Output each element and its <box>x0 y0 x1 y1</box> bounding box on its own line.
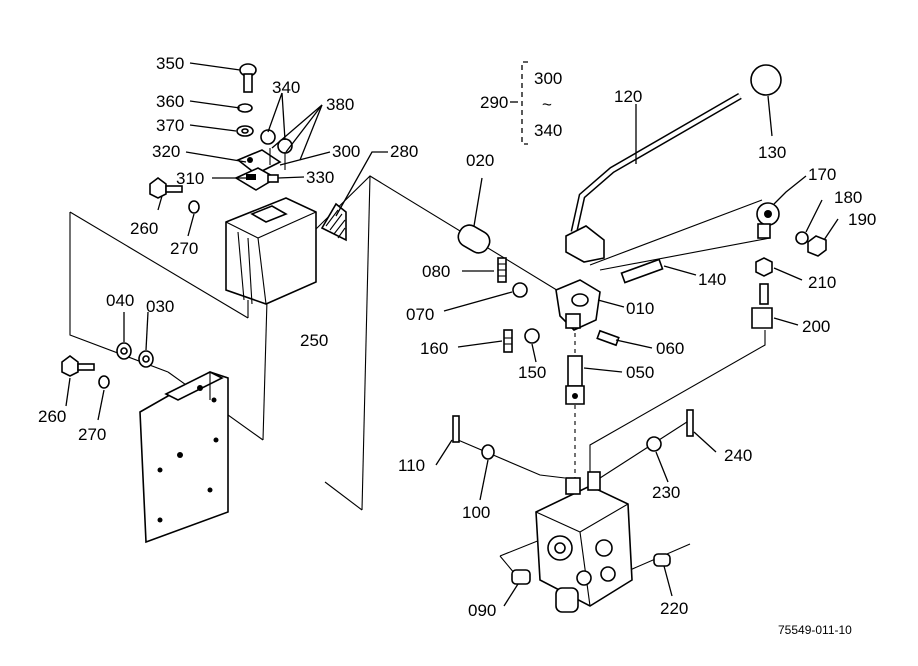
nut-210 <box>755 257 773 277</box>
pin-160 <box>503 329 513 353</box>
drawing-code: 75549-011-10 <box>778 623 852 637</box>
nut-190 <box>807 235 827 257</box>
washer-370 <box>236 125 254 137</box>
label-260-top: 260 <box>130 219 158 238</box>
label-330: 330 <box>306 168 334 187</box>
label-070: 070 <box>406 305 434 324</box>
label-260-bottom: 260 <box>38 407 66 426</box>
cover-250 <box>225 197 317 305</box>
label-030: 030 <box>146 297 174 316</box>
label-210: 210 <box>808 273 836 292</box>
washer-150 <box>524 328 540 344</box>
rod-end-200 <box>751 283 773 329</box>
plug-090 <box>511 569 531 585</box>
washer-230 <box>646 436 662 452</box>
label-300-range: 300 <box>534 69 562 88</box>
label-020: 020 <box>466 151 494 170</box>
bolt-260-bottom <box>61 355 95 377</box>
washer-270-bottom <box>98 375 110 389</box>
washer-100 <box>481 444 495 460</box>
plug-220 <box>653 553 671 567</box>
label-110: 110 <box>398 456 425 475</box>
label-300: 300 <box>332 142 360 161</box>
label-140: 140 <box>698 270 726 289</box>
label-100: 100 <box>462 503 490 522</box>
label-270-bottom: 270 <box>78 425 106 444</box>
pin-140 <box>620 258 664 284</box>
ball-joint-170 <box>756 202 780 239</box>
label-050: 050 <box>626 363 654 382</box>
range-separator: ~ <box>542 95 552 114</box>
pin-060 <box>596 329 620 347</box>
label-090: 090 <box>468 601 496 620</box>
label-250: 250 <box>300 331 328 350</box>
label-160: 160 <box>420 339 448 358</box>
washer-070 <box>512 282 528 298</box>
label-080: 080 <box>422 262 450 281</box>
clip-360 <box>237 103 253 113</box>
label-130: 130 <box>758 143 786 162</box>
leader-lines <box>65 61 839 607</box>
label-340-range: 340 <box>534 121 562 140</box>
lever-120 <box>565 92 742 263</box>
bolt-260-top <box>149 177 183 199</box>
knob-130 <box>750 64 782 96</box>
pin-240 <box>686 409 694 437</box>
washer-040 <box>116 342 132 360</box>
label-360: 360 <box>156 92 184 111</box>
pin-110 <box>452 415 460 443</box>
label-120: 120 <box>614 87 642 106</box>
label-280: 280 <box>390 142 418 161</box>
label-230: 230 <box>652 483 680 502</box>
gasket-280 <box>320 202 347 242</box>
label-190: 190 <box>848 210 876 229</box>
bracket-plate <box>139 371 229 544</box>
label-200: 200 <box>802 317 830 336</box>
part-labels: 350 360 370 320 310 340 380 300 330 280 … <box>38 54 876 637</box>
washer-270-top <box>188 200 200 214</box>
label-350: 350 <box>156 54 184 73</box>
control-valve <box>535 471 633 613</box>
washer-030 <box>138 350 154 368</box>
label-040: 040 <box>106 291 134 310</box>
rod-050 <box>565 355 585 405</box>
bracket-010 <box>555 279 601 331</box>
springs-380 <box>269 148 286 170</box>
bolt-330 <box>267 174 279 183</box>
pin-350 <box>239 63 257 93</box>
label-270-top: 270 <box>170 239 198 258</box>
label-010: 010 <box>626 299 654 318</box>
label-320: 320 <box>152 142 180 161</box>
label-340: 340 <box>272 78 300 97</box>
label-060: 060 <box>656 339 684 358</box>
label-370: 370 <box>156 116 184 135</box>
label-290: 290 <box>480 93 508 112</box>
label-380: 380 <box>326 95 354 114</box>
label-310: 310 <box>176 169 204 188</box>
grip-020 <box>457 224 491 254</box>
label-220: 220 <box>660 599 688 618</box>
label-180: 180 <box>834 188 862 207</box>
washer-180 <box>795 231 809 245</box>
pin-080 <box>497 257 507 283</box>
label-170: 170 <box>808 165 836 184</box>
label-150: 150 <box>518 363 546 382</box>
label-240: 240 <box>724 446 752 465</box>
